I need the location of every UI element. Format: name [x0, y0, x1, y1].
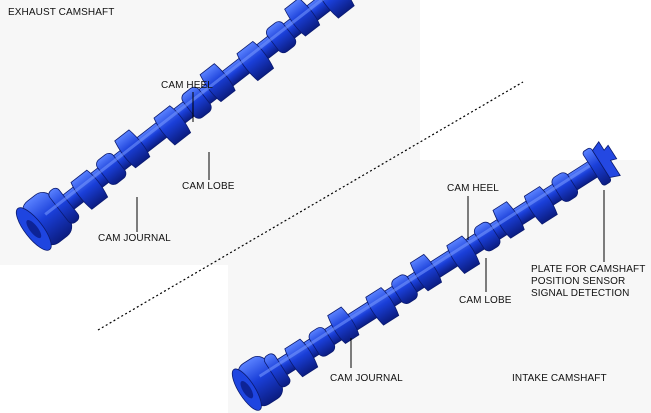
plate-sensor-label-line2: POSITION SENSOR — [531, 276, 626, 287]
exhaust-cam-lobe-label: CAM LOBE — [182, 181, 235, 192]
exhaust-camshaft-title: EXHAUST CAMSHAFT — [8, 7, 115, 18]
divider-line — [97, 81, 524, 331]
intake-cam-journal-label: CAM JOURNAL — [330, 373, 403, 384]
exhaust-cam-journal-label: CAM JOURNAL — [98, 233, 171, 244]
intake-camshaft — [231, 141, 621, 411]
plate-sensor-label-line1: PLATE FOR CAMSHAFT — [531, 264, 646, 275]
plate-sensor-label-line3: SIGNAL DETECTION — [531, 288, 630, 299]
intake-camshaft-title: INTAKE CAMSHAFT — [512, 373, 607, 384]
exhaust-cam-heel-label: CAM HEEL — [161, 80, 213, 91]
intake-cam-heel-label: CAM HEEL — [447, 183, 499, 194]
intake-cam-lobe-label: CAM LOBE — [459, 295, 512, 306]
exhaust-camshaft — [15, 0, 397, 251]
